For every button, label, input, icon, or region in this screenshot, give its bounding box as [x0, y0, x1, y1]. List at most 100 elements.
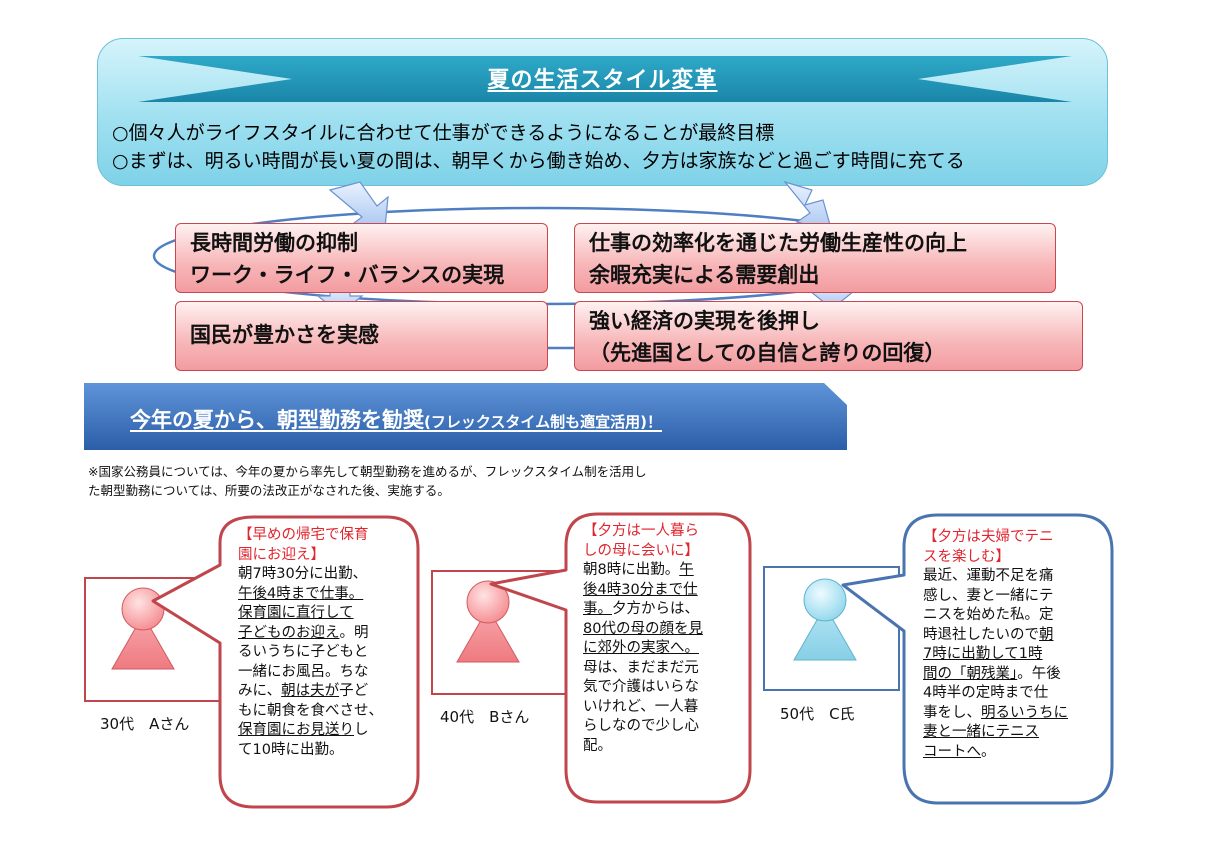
bubble-heading: 園にお迎え】 [238, 546, 325, 563]
bubble-line: 母は、まだまだ元 [583, 659, 741, 679]
bubble-line: 朝7時30分に出勤、 [238, 565, 416, 585]
bubble-text-segment: 事をし、 [923, 704, 981, 721]
bubble-line: 保育園にお見送りし [238, 721, 416, 741]
bubble-line: 7時に出勤して1時 [923, 645, 1103, 665]
bubble-text-a: 【早めの帰宅で保育 園にお迎え】 朝7時30分に出勤、午後4時まで仕事。保育園に… [238, 526, 416, 760]
bubble-text-segment: 朝は夫が [281, 683, 340, 699]
bubble-body: 最近、運動不足を痛感し、妻と一緒にテニスを始めた私。定時退社したいので朝 7時に出… [923, 567, 1103, 762]
bubble-heading: 【夕方は夫婦でテニ [923, 529, 1054, 545]
speech-bubble-a [151, 515, 420, 809]
box-strong-economy: 強い経済の実現を後押し （先進国としての自信と誇りの回復） [574, 301, 1083, 371]
bubble-text-b: 【夕方は一人暮ら しの母に会いに】 朝8時に出勤。午後4時30分まで仕事。夕方か… [583, 522, 741, 756]
bubble-text-segment: 間の「朝残業」 [923, 665, 1018, 682]
bubble-text-segment: 最近、運動不足を痛 [923, 568, 1054, 584]
bubble-line: 4時半の定時まで仕 [923, 684, 1103, 704]
bubble-heading: 【早めの帰宅で保育 [238, 527, 369, 543]
bubble-text-segment: 子どものお迎え [238, 624, 340, 641]
bubble-line: いけれど、一人暮 [583, 698, 741, 718]
banner-heading: 今年の夏から、朝型勤務を勧奨(フレックスタイム制も適宜活用)！ [130, 404, 662, 434]
person-icon [793, 578, 857, 661]
bubble-line: 事をし、明るいうちに [923, 704, 1103, 724]
bubble-text-segment: 子ど [339, 683, 369, 699]
box-text-line: 仕事の効率化を通じた労働生産性の向上 [589, 231, 967, 255]
bubble-heading: スを楽しむ】 [923, 548, 1010, 565]
bubble-text-segment: 保育園に直行して [238, 605, 354, 621]
bubble-line: 事。夕方からは、 [583, 600, 741, 620]
bubble-text-segment: みに、 [238, 683, 282, 699]
bubble-text-segment: し [354, 722, 369, 738]
bubble-body: 朝8時に出勤。午後4時30分まで仕事。夕方からは、80代の母の顔を見に郊外の実家… [583, 561, 741, 756]
bubble-text-segment: に郊外の実家へ。 [583, 640, 699, 656]
box-text-line: ワーク・ライフ・バランスの実現 [190, 263, 505, 287]
bubble-line: 間の「朝残業」。午後 [923, 665, 1103, 685]
bubble-line: 感し、妻と一緒にテ [923, 587, 1103, 607]
box-productivity: 仕事の効率化を通じた労働生産性の向上 余暇充実による需要創出 [574, 223, 1056, 293]
bubble-heading: しの母に会いに】 [583, 542, 699, 559]
bubble-text-segment: いけれど、一人暮 [583, 698, 699, 715]
bubble-text-segment: 時退社したいので [923, 626, 1039, 643]
bubble-text-segment: 配。 [583, 737, 612, 754]
bubble-line: コートへ。 [923, 743, 1103, 763]
bubble-text-segment: コートへ [923, 743, 981, 760]
goal-line-2: ○まずは、明るい時間が長い夏の間は、朝早くから働き始め、夕方は家族などと過ごす時… [112, 150, 965, 172]
bubble-text-segment: 朝7時30分に出勤、 [238, 566, 368, 582]
bubble-line: みに、朝は夫が子ど [238, 682, 416, 702]
box-text-line: 強い経済の実現を後押し [589, 309, 820, 333]
box-text-line: 国民が豊かさを実感 [190, 323, 379, 347]
page-title: 夏の生活スタイル変革 [487, 68, 718, 93]
bubble-line: 子どものお迎え。明 [238, 624, 416, 644]
bubble-text-segment: 。午後 [1017, 665, 1061, 682]
bubble-line: て10時に出勤。 [238, 741, 416, 761]
speech-bubble-b [489, 512, 752, 804]
bubble-text-segment: 感し、妻と一緒にテ [923, 587, 1054, 604]
bubble-text-segment: 明るいうちに [981, 704, 1068, 721]
title-ribbon [138, 56, 1072, 102]
bubble-line: 朝8時に出勤。午 [583, 561, 741, 581]
bubble-text-segment: 午後4時まで [238, 585, 320, 602]
box-text-line: 余暇充実による需要創出 [589, 263, 820, 287]
bubble-text-c: 【夕方は夫婦でテニ スを楽しむ】 最近、運動不足を痛感し、妻と一緒にテニスを始め… [923, 528, 1103, 762]
banner-main: 今年の夏から、朝型勤務を勧奨 [130, 408, 424, 432]
bubble-text-segment: 事。 [583, 601, 612, 617]
bubble-line: らしなので少し心 [583, 717, 741, 737]
bubble-text-segment: 。明 [339, 624, 369, 641]
bubble-text-segment: 一緒にお風呂。ちな [238, 663, 369, 680]
bubble-line: るいうちに子どもと [238, 643, 416, 663]
bubble-line: 最近、運動不足を痛 [923, 567, 1103, 587]
bubble-text-segment: 朝 [1039, 626, 1054, 643]
bubble-line: 保育園に直行して [238, 604, 416, 624]
bubble-text-segment: らしなので少し心 [583, 718, 699, 734]
bubble-text-segment: ニスを始めた私。定 [923, 607, 1054, 623]
bubble-text-segment: るいうちに子どもと [238, 644, 369, 660]
persona-label: 50代 C氏 [780, 705, 855, 723]
section-banner [84, 383, 847, 450]
bubble-line: 気で介護はいらな [583, 678, 741, 698]
bubble-line: に郊外の実家へ。 [583, 639, 741, 659]
person-icon [456, 580, 520, 663]
bubble-text-segment: 4時半の定時まで仕 [923, 685, 1049, 701]
box-text-line: （先進国としての自信と誇りの回復） [589, 341, 946, 365]
banner-sub: (フレックスタイム制も適宜活用)！ [424, 413, 662, 431]
bubble-body: 朝7時30分に出勤、午後4時まで仕事。保育園に直行して子どものお迎え。明るいうち… [238, 565, 416, 760]
bubble-text-segment: 7時に出勤して1時 [923, 646, 1043, 662]
bubble-text-segment: 保育園にお見送り [238, 722, 354, 738]
bubble-line: 配。 [583, 737, 741, 757]
bubble-heading: 【夕方は一人暮ら [583, 523, 699, 539]
bubble-text-segment: 朝8時に出勤。 [583, 562, 680, 578]
bubble-line: 妻と一緒にテニス [923, 723, 1103, 743]
bubble-text-segment: 仕事。 [319, 585, 364, 602]
bubble-line: 後4時30分まで仕 [583, 581, 741, 601]
person-icon [111, 587, 175, 670]
bubble-text-segment: 夕方からは、 [612, 601, 699, 617]
bubble-text-segment: 妻と一緒にテニス [923, 724, 1039, 740]
persona-label: 40代 Bさん [440, 708, 530, 726]
bubble-text-segment: もに朝食を食べさせ、 [238, 702, 383, 719]
arrow-right-icon [783, 180, 833, 233]
note-line-1: ※国家公務員については、今年の夏から率先して朝型勤務を進めるが、フレックスタイム… [88, 464, 647, 479]
bubble-text-segment: 後4時30分まで仕 [583, 581, 698, 598]
bubble-text-segment: て10時に出勤。 [238, 741, 344, 758]
bubble-text-segment: 。 [981, 743, 996, 760]
box-prosperity: 国民が豊かさを実感 [175, 301, 548, 371]
bubble-text-segment: 気で介護はいらな [583, 679, 699, 695]
bubble-text-segment: 母は、まだまだ元 [583, 659, 699, 676]
